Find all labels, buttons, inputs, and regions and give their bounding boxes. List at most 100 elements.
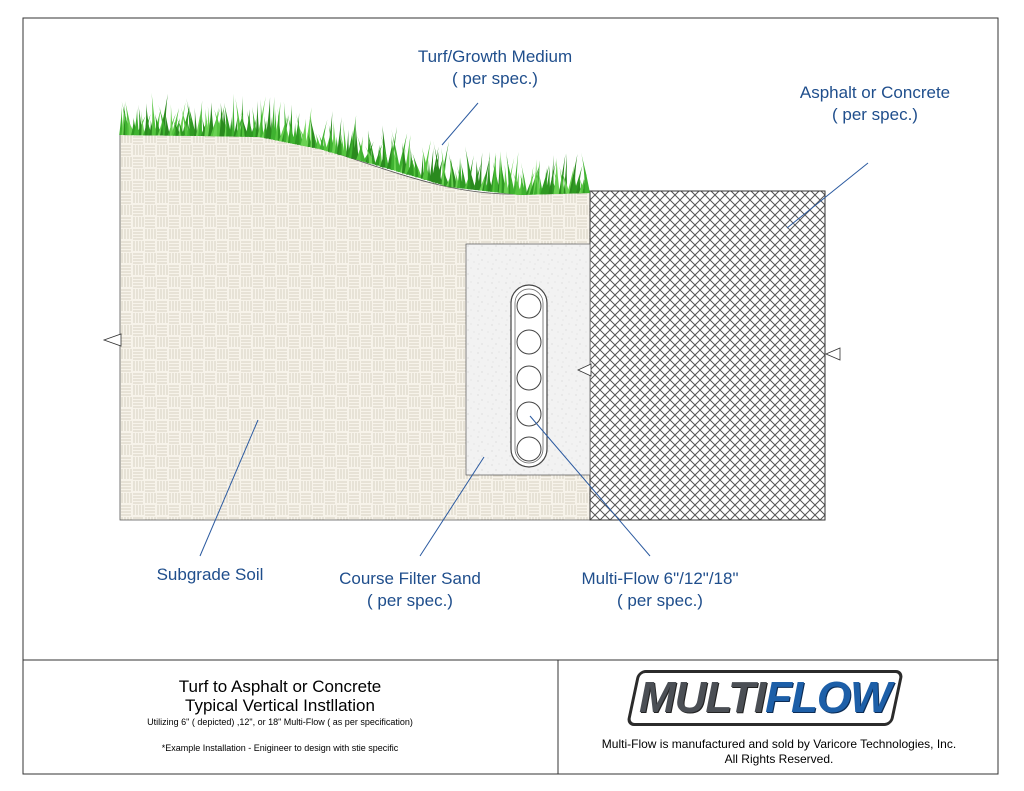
grass-blade — [442, 169, 450, 186]
label-turf-line2: ( per spec.) — [452, 69, 538, 88]
label-subgrade-line1: Subgrade Soil — [156, 565, 264, 584]
grass-blade — [287, 115, 295, 144]
grass-blade — [231, 93, 235, 137]
leader-sand — [419, 456, 485, 557]
grass-blade — [535, 164, 541, 195]
label-sand-line2: ( per spec.) — [367, 591, 453, 610]
grass-blade — [153, 108, 161, 136]
grass-blade — [482, 156, 491, 191]
grass-blade — [151, 92, 157, 136]
leader-multiflow — [529, 415, 651, 557]
grass-blade — [432, 151, 440, 183]
grass-blade — [427, 159, 431, 181]
grass-blade — [318, 133, 326, 150]
turf-grass — [119, 92, 591, 195]
grass-blade — [354, 119, 359, 160]
grass-blade — [513, 151, 519, 195]
company-line2: All Rights Reserved. — [724, 752, 834, 766]
leader-asphalt — [786, 162, 869, 229]
grass-blade — [246, 110, 254, 137]
label-sand-line1: Course Filter Sand — [339, 569, 481, 588]
leader-turf — [441, 102, 479, 146]
grass-blade — [421, 147, 430, 181]
grass-blade — [558, 153, 566, 194]
grass-blade — [171, 107, 180, 136]
grass-blade — [545, 165, 551, 195]
label-asphalt: Asphalt or Concrete ( per spec.) — [770, 82, 980, 126]
grass-blade — [138, 104, 143, 136]
grass-blade — [520, 162, 528, 195]
label-sand: Course Filter Sand ( per spec.) — [310, 568, 510, 612]
break-mark-right — [824, 347, 841, 361]
label-multiflow-line1: Multi-Flow 6"/12"/18" — [581, 569, 739, 588]
grass-blade — [429, 148, 434, 182]
grass-blade — [187, 103, 196, 136]
grass-blade — [164, 115, 170, 136]
leader-subgrade — [199, 419, 259, 557]
grass-blade — [198, 100, 203, 137]
grass-blade — [169, 104, 174, 136]
grass-blade — [133, 108, 140, 136]
grass-blade — [305, 107, 312, 147]
grass-blade — [391, 128, 401, 172]
grass-blade — [277, 108, 282, 141]
grass-blade — [575, 179, 582, 194]
break-mark-mid — [577, 363, 592, 377]
label-subgrade: Subgrade Soil — [110, 564, 310, 586]
grass-blade — [431, 146, 439, 183]
grass-blade — [323, 133, 328, 151]
grass-blade — [460, 162, 467, 189]
grass-blade — [552, 166, 561, 194]
grass-blade — [273, 109, 277, 140]
title-line2: Typical Vertical Instllation — [185, 696, 375, 715]
grass-blade — [315, 133, 322, 149]
title-subtitle: Utilizing 6" ( depicted) ,12", or 18" Mu… — [147, 717, 413, 727]
grass-blade — [265, 97, 272, 139]
label-asphalt-line2: ( per spec.) — [832, 105, 918, 124]
multiflow-conduit — [510, 284, 548, 468]
grass-blade — [194, 107, 198, 136]
grass-blade — [356, 140, 363, 161]
grass-blade — [235, 97, 242, 137]
label-turf-line1: Turf/Growth Medium — [417, 47, 573, 66]
grass-blade — [270, 96, 275, 140]
logo-text-flow: FLOW — [765, 673, 891, 722]
grass-blade — [380, 133, 390, 169]
asphalt-concrete-block — [589, 190, 826, 521]
grass-blade — [223, 102, 232, 137]
grass-blade — [252, 106, 258, 137]
logo-text-multi: MULTI — [639, 673, 766, 722]
company-line1: Multi-Flow is manufactured and sold by V… — [601, 737, 957, 751]
grass-blade — [389, 126, 398, 170]
grass-blade — [239, 112, 249, 137]
grass-blade — [294, 112, 300, 145]
grass-blade — [233, 117, 238, 137]
grass-blade — [367, 130, 376, 165]
grass-blade — [404, 135, 411, 175]
grass-blade — [448, 153, 458, 188]
grass-blade — [298, 127, 309, 147]
grass-blade — [260, 99, 264, 138]
grass-blade — [366, 130, 373, 164]
grass-blade — [581, 152, 591, 194]
grass-blade — [441, 147, 448, 186]
grass-blade — [255, 100, 260, 137]
grass-blade — [573, 165, 583, 194]
grass-blade — [456, 165, 464, 189]
grass-blade — [503, 164, 509, 194]
grass-blade — [345, 129, 350, 157]
grass-blade — [505, 156, 515, 195]
grass-blade — [332, 120, 337, 154]
grass-blade — [560, 169, 570, 194]
label-multiflow: Multi-Flow 6"/12"/18" ( per spec.) — [555, 568, 765, 612]
grass-blade — [173, 120, 181, 136]
grass-blade — [477, 152, 483, 191]
label-asphalt-line1: Asphalt or Concrete — [799, 83, 951, 102]
grass-blade — [158, 104, 168, 136]
grass-blade — [559, 165, 566, 194]
grass-blade — [492, 161, 501, 193]
grass-blade — [180, 107, 190, 136]
grass-blade — [479, 168, 488, 191]
